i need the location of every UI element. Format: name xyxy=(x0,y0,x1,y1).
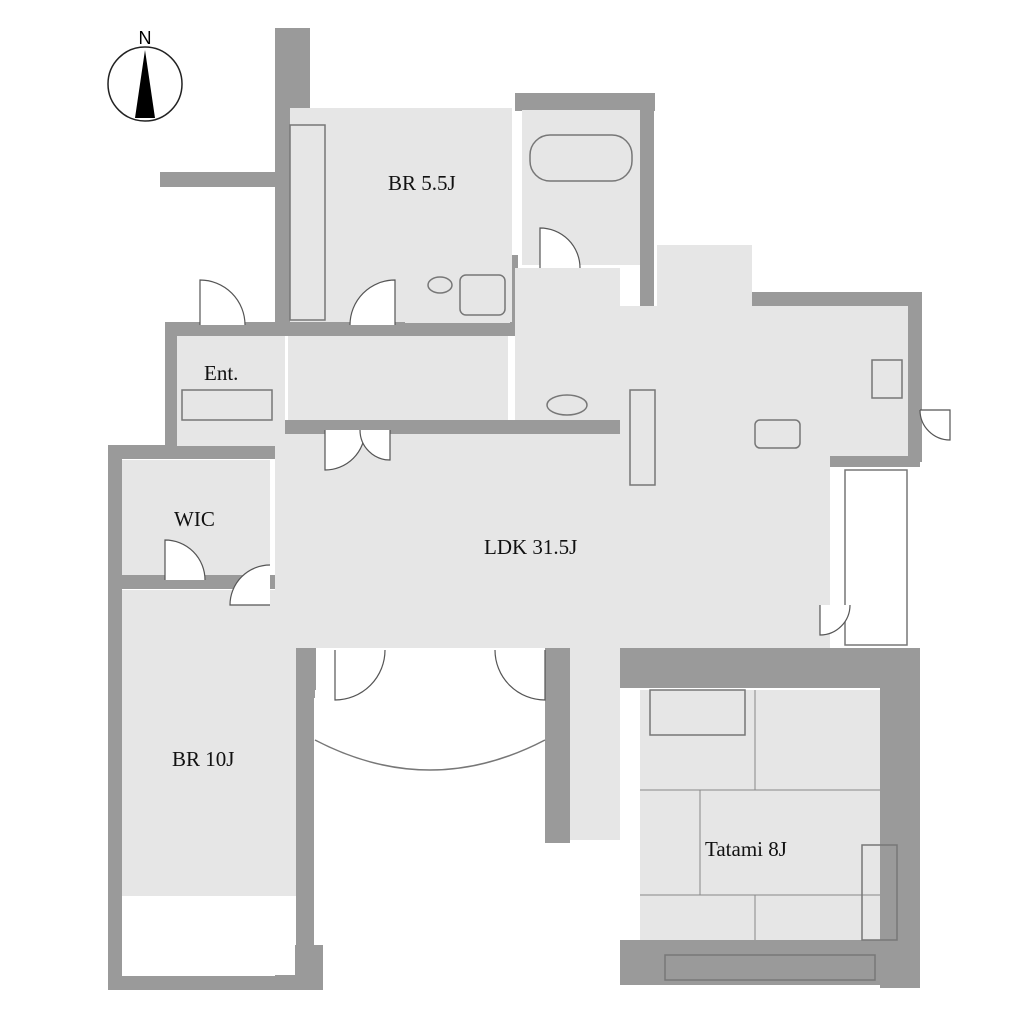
toilet xyxy=(459,274,506,316)
wall xyxy=(160,172,280,187)
wall xyxy=(515,93,655,111)
wall xyxy=(165,322,177,447)
closet-south xyxy=(558,855,620,940)
wall xyxy=(545,648,570,843)
room-ldk xyxy=(275,434,830,648)
room-corridor xyxy=(570,648,620,840)
wall xyxy=(108,445,122,990)
door-icon[interactable] xyxy=(164,539,206,581)
room-entrance xyxy=(177,336,285,446)
door-icon[interactable] xyxy=(494,649,546,701)
wall xyxy=(108,445,283,459)
fixtures xyxy=(181,124,908,981)
door-icon[interactable] xyxy=(229,564,271,606)
door-icon[interactable] xyxy=(819,604,851,636)
compass-label: N xyxy=(139,28,152,48)
room-kitchen xyxy=(620,306,908,456)
bay-window-curve xyxy=(314,739,546,771)
wall xyxy=(908,292,922,462)
balcony-east xyxy=(844,469,908,646)
room-labels: BR 5.5J Ent. WIC LDK 31.5J BR 10J Tatami… xyxy=(172,171,787,861)
shoe-closet xyxy=(181,389,273,421)
door-icon[interactable] xyxy=(359,429,391,461)
door-icon[interactable] xyxy=(349,279,396,326)
stove xyxy=(871,359,903,399)
doors xyxy=(164,227,951,701)
closet-br-small xyxy=(289,124,326,321)
closet-tatami xyxy=(649,689,746,736)
wall xyxy=(640,93,654,343)
toilet-sink xyxy=(427,276,453,294)
room-washroom xyxy=(515,268,620,420)
window-tatami xyxy=(664,954,876,981)
wash-basin xyxy=(546,394,588,416)
room-hall xyxy=(288,336,508,420)
room-floors xyxy=(122,30,908,975)
compass-arrow-icon xyxy=(135,50,155,118)
door-icon[interactable] xyxy=(919,409,951,441)
storage-south xyxy=(190,905,295,975)
kitchen-sink xyxy=(754,419,801,449)
wall xyxy=(620,648,920,688)
north-compass: N xyxy=(107,28,183,122)
label-br-large: BR 10J xyxy=(172,747,234,771)
bathtub xyxy=(529,134,633,182)
wall xyxy=(752,292,922,306)
label-tatami: Tatami 8J xyxy=(705,837,787,861)
wall xyxy=(296,690,314,980)
label-wic: WIC xyxy=(174,507,215,531)
wall xyxy=(108,976,323,990)
balcony-north xyxy=(310,30,515,92)
door-icon[interactable] xyxy=(334,649,386,701)
label-ldk: LDK 31.5J xyxy=(484,535,577,559)
walls xyxy=(108,28,922,990)
storage-southwest xyxy=(122,905,177,975)
label-br-small: BR 5.5J xyxy=(388,171,456,195)
bay-window xyxy=(315,690,545,740)
wall xyxy=(880,648,920,988)
tokonoma xyxy=(861,844,898,941)
wall xyxy=(620,940,920,985)
closet-ldk xyxy=(629,389,656,486)
door-icon[interactable] xyxy=(199,279,246,326)
room-tatami xyxy=(640,690,880,940)
label-entrance: Ent. xyxy=(204,361,238,385)
room-br-large xyxy=(122,590,296,896)
wall xyxy=(270,420,620,434)
door-icon[interactable] xyxy=(539,227,581,269)
